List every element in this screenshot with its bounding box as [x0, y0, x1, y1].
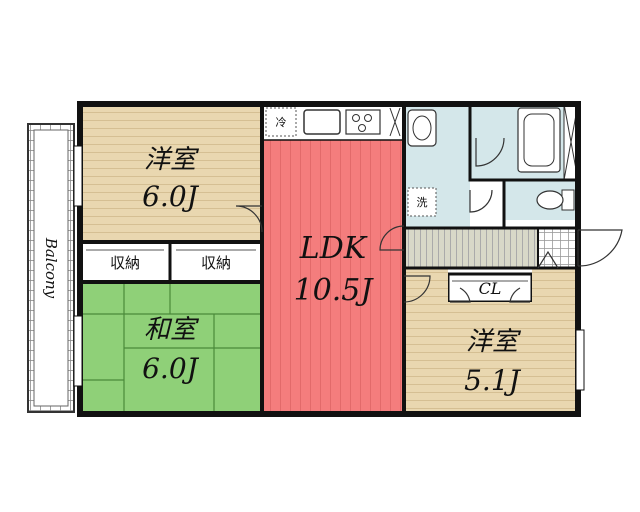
room-size: 10.5J	[294, 273, 375, 308]
room-size: 6.0J	[142, 180, 200, 213]
closet-label: CL	[479, 279, 502, 298]
bathtub-icon	[517, 107, 561, 173]
balcony-label: Balcony	[42, 237, 60, 299]
room-ldk	[262, 140, 404, 414]
windows	[73, 145, 585, 391]
fridge-space	[265, 107, 297, 137]
doors	[235, 137, 623, 303]
room-western-right	[404, 302, 578, 414]
room-name: LDK	[299, 231, 368, 266]
balcony: Balcony	[27, 123, 75, 413]
room-name: 和室	[144, 315, 200, 345]
kitchen-sink-icon	[303, 109, 341, 135]
storage-right-label: 収納	[201, 254, 231, 272]
entrance	[538, 228, 578, 268]
label-ldk: LDK 10.5J	[294, 231, 375, 308]
washer-label: 洗	[417, 196, 428, 209]
fridge-label: 冷	[276, 116, 287, 129]
room-size: 6.0J	[142, 352, 200, 385]
room-name: 洋室	[144, 145, 200, 175]
storage-left-label: 収納	[110, 254, 140, 272]
room-name: 洋室	[466, 327, 522, 357]
label-japanese: 和室 6.0J	[142, 315, 200, 385]
room-size: 5.1J	[464, 364, 522, 397]
label-western-top: 洋室 6.0J	[142, 145, 200, 213]
room-western-top	[80, 104, 262, 242]
washer-space	[407, 187, 437, 217]
stove-icon	[345, 109, 381, 135]
room-japanese	[80, 282, 262, 414]
washbasin-icon	[407, 109, 437, 147]
toilet-icon	[536, 189, 575, 211]
label-western-right: 洋室 5.1J	[464, 327, 522, 397]
hallway	[404, 228, 538, 268]
